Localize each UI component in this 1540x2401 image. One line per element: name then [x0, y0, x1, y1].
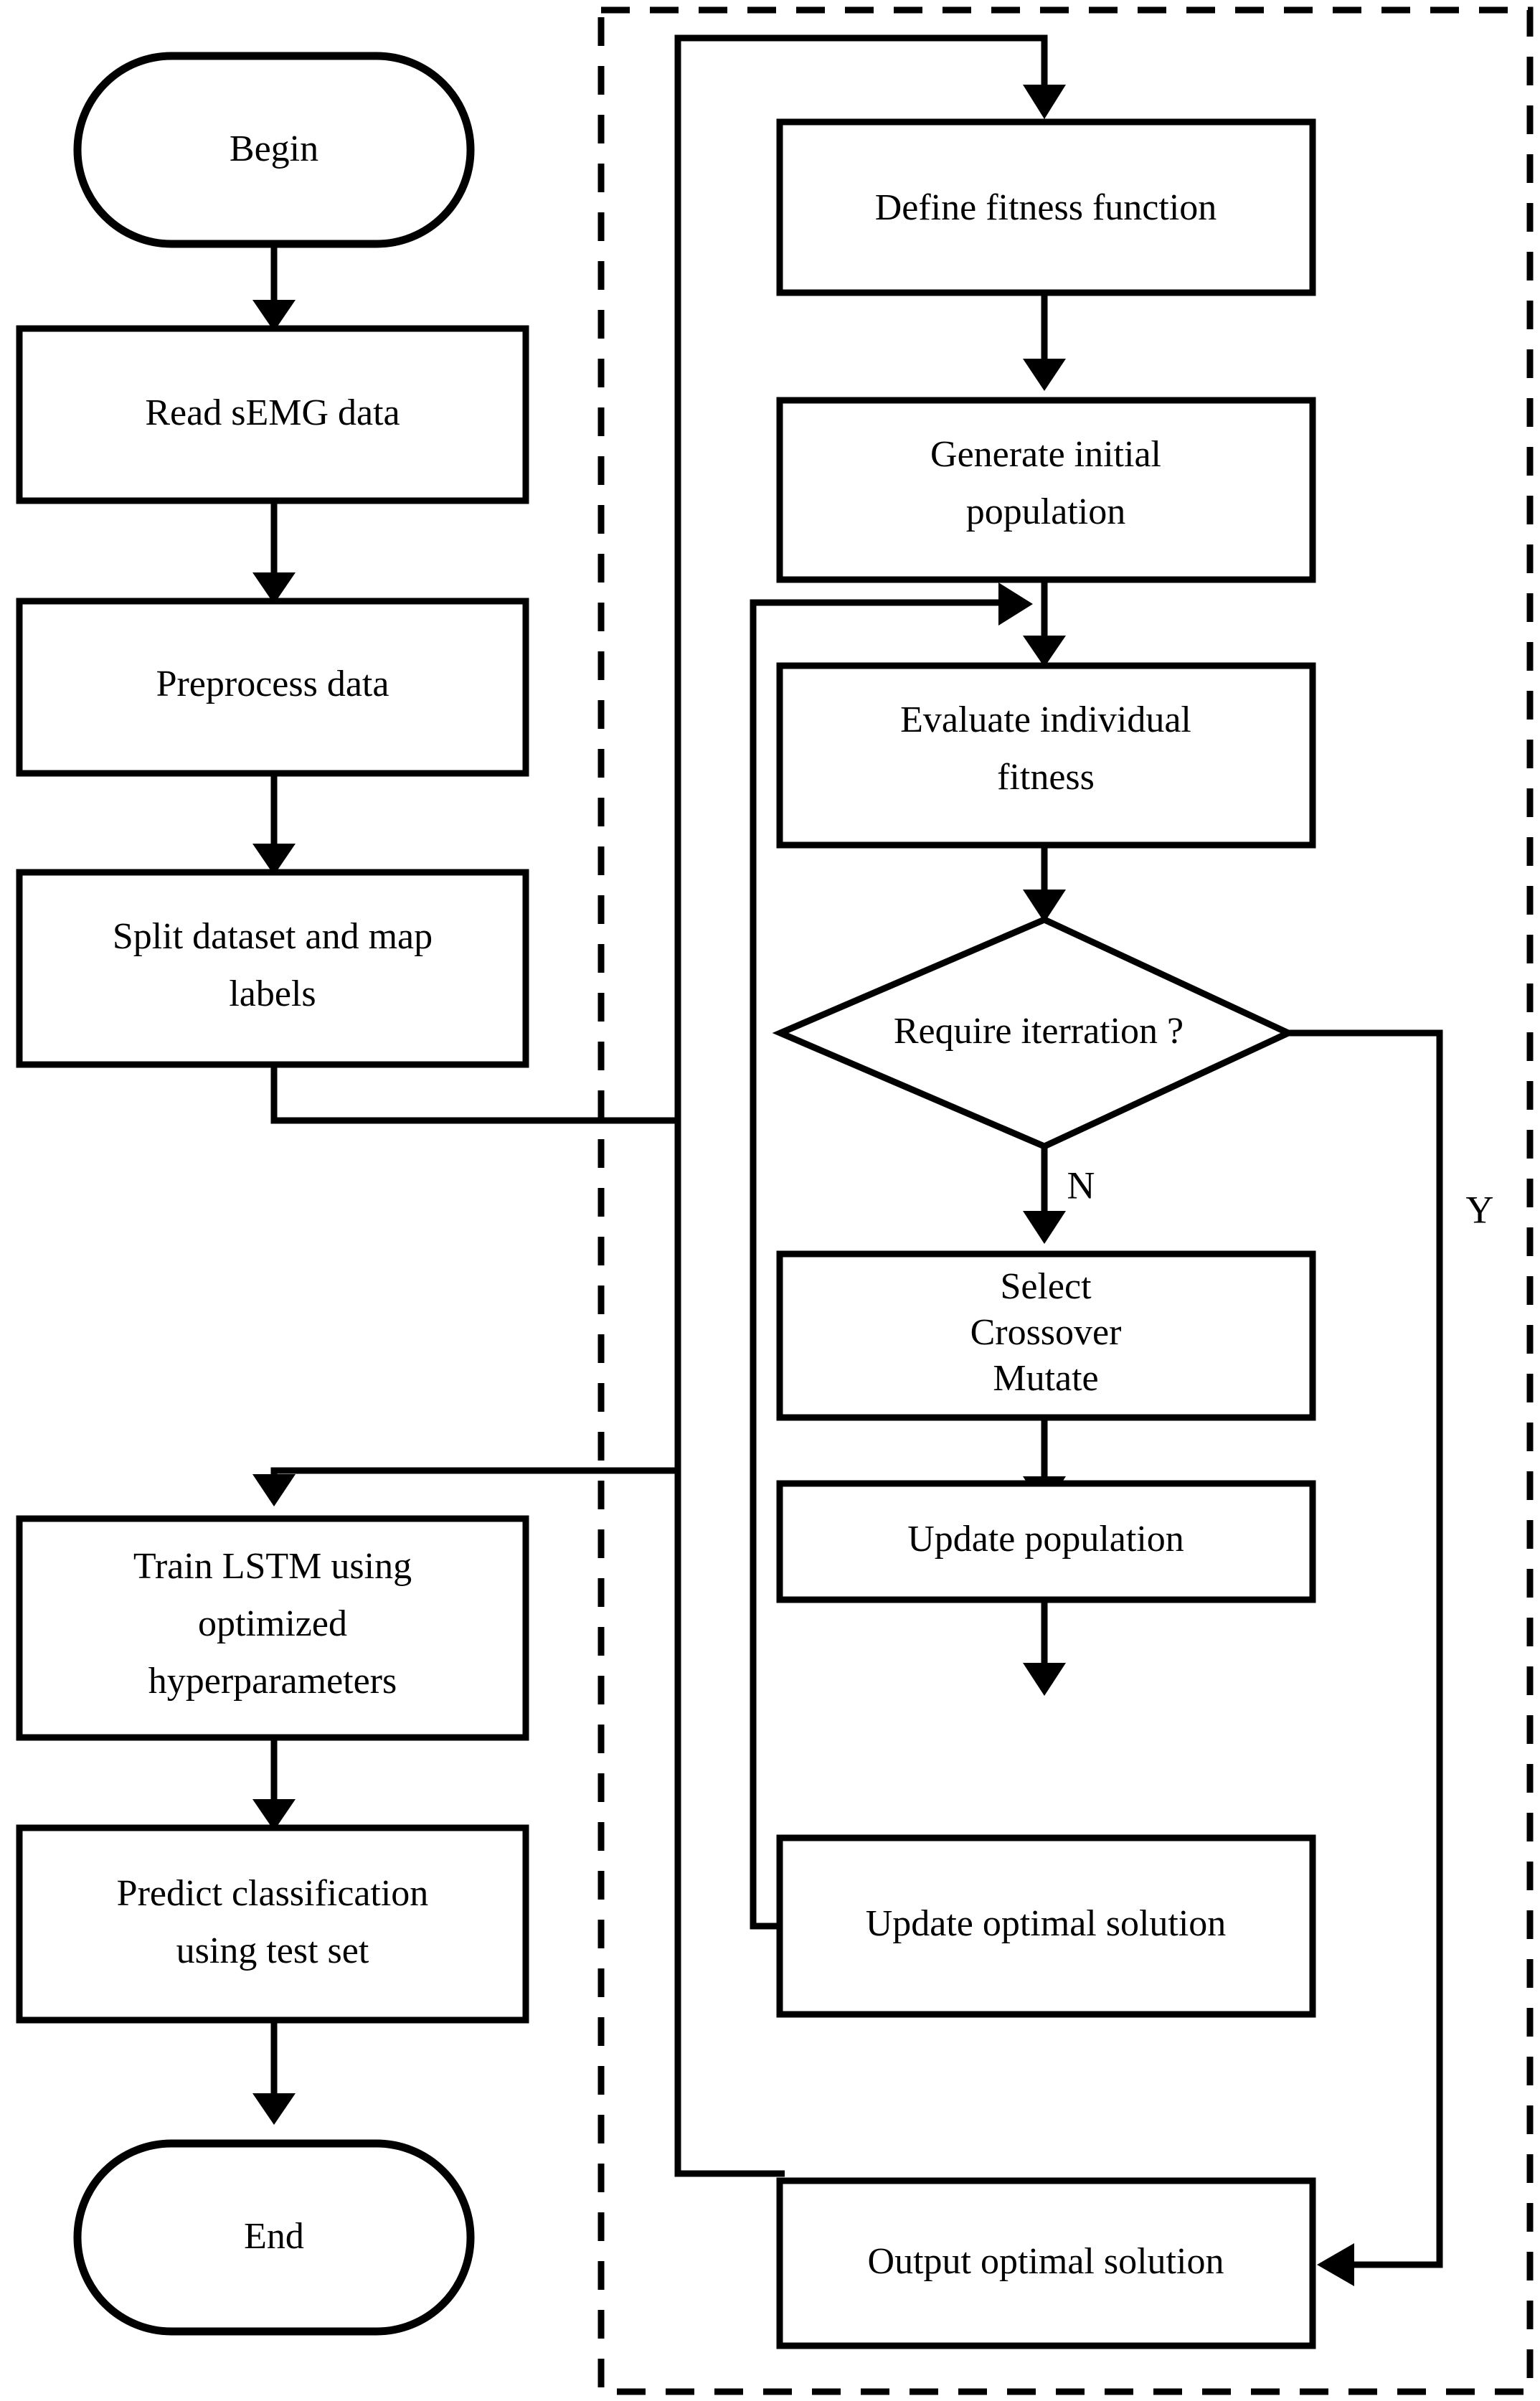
- node-split-dataset[interactable]: [16, 869, 529, 1068]
- node-predict-line1: Predict classification: [117, 1873, 429, 1914]
- node-generate-population[interactable]: [776, 397, 1316, 583]
- node-output-optimal-label: Output optimal solution: [868, 2241, 1224, 2282]
- node-select-crossover-mutate-line3: Mutate: [993, 1358, 1098, 1399]
- node-update-optimal[interactable]: [776, 1834, 1316, 2018]
- arrow-predict-to-end: [252, 2093, 296, 2125]
- arrow-train-to-predict: [252, 1799, 296, 1831]
- arrow-define-to-generate: [1023, 359, 1066, 391]
- branch-label-yes: Y: [1466, 1188, 1494, 1231]
- arrow-preprocess-to-split: [252, 844, 296, 875]
- arrow-read-to-preprocess: [252, 572, 296, 604]
- node-predict[interactable]: [16, 1824, 529, 2024]
- arrow-evaluate-to-decision: [1023, 890, 1066, 923]
- node-select-crossover-mutate-line1: Select: [1000, 1266, 1092, 1307]
- node-define-fitness-label: Define fitness function: [875, 187, 1217, 228]
- node-generate-population-line1: Generate initial: [930, 434, 1161, 475]
- branch-label-no: N: [1067, 1164, 1095, 1207]
- edge-decision-yes: [1288, 1029, 1443, 2268]
- node-evaluate-fitness-line1: Evaluate individual: [900, 699, 1191, 740]
- edge-split-to-define-seg: [270, 1065, 678, 1124]
- node-select-crossover-mutate-line2: Crossover: [970, 1312, 1122, 1353]
- node-generate-population-line2: population: [966, 491, 1125, 532]
- node-require-iteration-label: Require iterration ?: [894, 1011, 1184, 1052]
- node-predict-line2: using test set: [176, 1930, 369, 1971]
- arrow-updatepop-to-updateopt: [1023, 1663, 1066, 1696]
- node-update-population[interactable]: [776, 1480, 1316, 1603]
- arrow-yes-to-output: [1317, 2243, 1354, 2286]
- rail-outer-left-to-define: [674, 34, 1048, 1121]
- arrow-generate-to-evaluate: [1023, 636, 1066, 667]
- node-preprocess[interactable]: [16, 598, 529, 777]
- node-end[interactable]: [73, 2139, 475, 2336]
- node-read-semg-label: Read sEMG data: [145, 392, 400, 433]
- node-preprocess-label: Preprocess data: [156, 664, 389, 704]
- arrow-decision-to-select: [1023, 1211, 1066, 1244]
- node-output-optimal[interactable]: [776, 2177, 1316, 2349]
- node-split-dataset-line1: Split dataset and map: [113, 916, 433, 957]
- node-read-semg[interactable]: [16, 325, 529, 504]
- node-update-optimal-label: Update optimal solution: [866, 1903, 1227, 1944]
- rail-outer-down-to-output: [674, 1121, 785, 2177]
- node-evaluate-fitness-line2: fitness: [997, 757, 1095, 798]
- node-train-lstm-line3: hyperparameters: [148, 1661, 397, 1702]
- node-train-lstm-line2: optimized: [198, 1603, 347, 1644]
- arrow-begin-to-read: [252, 300, 296, 331]
- rail-inner-update-to-evaluate: [750, 599, 1004, 1930]
- genetic-algorithm-group-border: [597, 6, 1534, 2395]
- node-train-lstm[interactable]: [16, 1515, 529, 1741]
- arrow-rail-to-define-fitness: [1023, 85, 1066, 119]
- node-end-label: End: [244, 2216, 304, 2257]
- node-evaluate-fitness[interactable]: [776, 662, 1316, 849]
- node-define-fitness[interactable]: [776, 118, 1316, 296]
- node-begin-label: Begin: [230, 128, 318, 169]
- arrow-rail-to-evaluate: [998, 582, 1033, 626]
- node-split-dataset-line2: labels: [229, 973, 316, 1014]
- node-update-population-label: Update population: [907, 1519, 1184, 1560]
- node-train-lstm-line1: Train LSTM using: [133, 1546, 412, 1587]
- arrow-output-to-train: [252, 1474, 296, 1506]
